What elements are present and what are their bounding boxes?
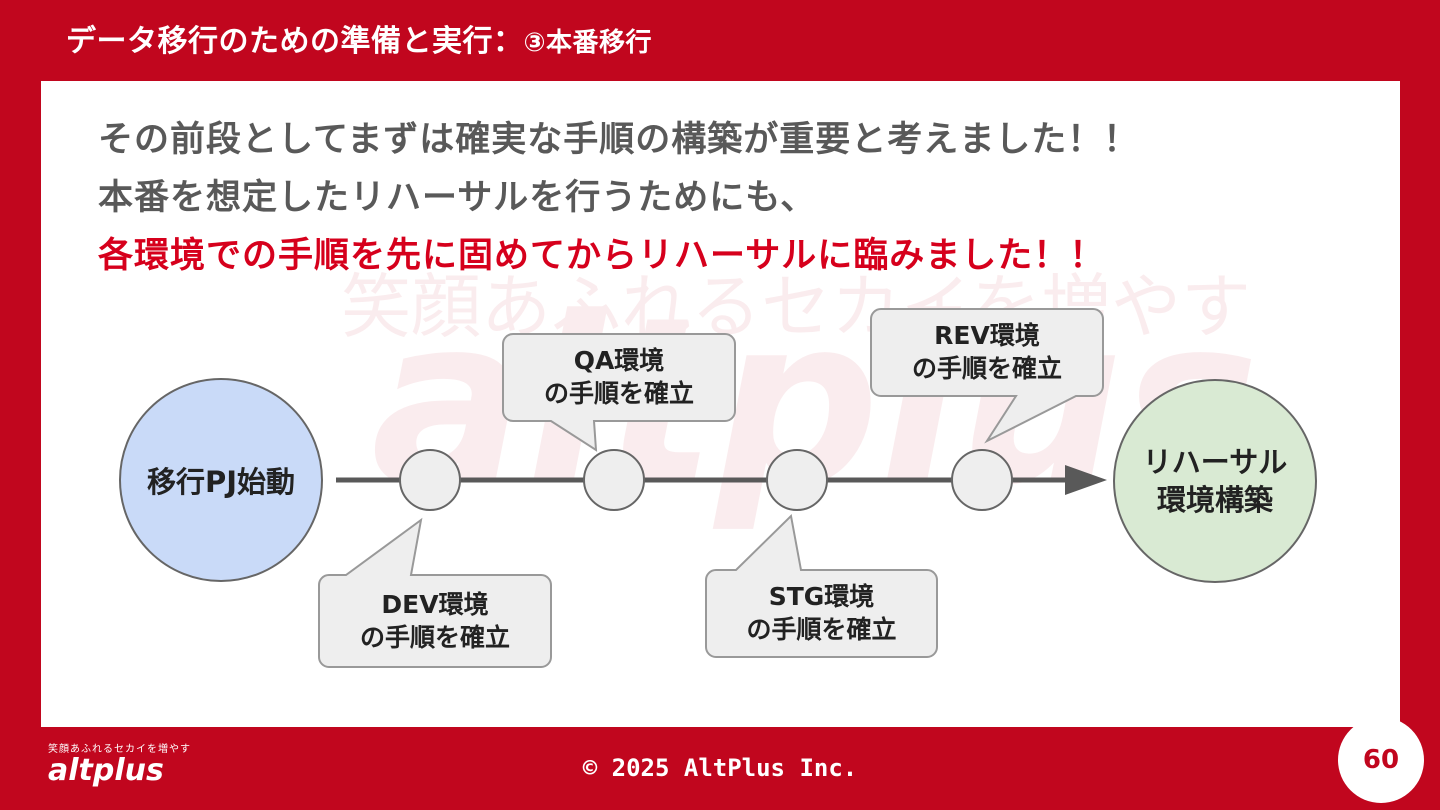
stg-env-label: STG環境 [768, 582, 875, 611]
bubble-rev [870, 308, 1104, 444]
end-label-line1: リハーサル [1142, 445, 1288, 479]
slide-title-main: データ移行のための準備と実行： [66, 24, 524, 59]
timeline-arrowhead [1065, 465, 1107, 495]
qa-env-label: QA環境 [573, 346, 665, 375]
end-label-line2: 環境構築 [1156, 483, 1273, 517]
start-label: 移行PJ始動 [146, 465, 296, 499]
bubble-text-rev: REV環境 の手順を確立 [871, 319, 1103, 385]
qa-step-label: の手順を確立 [543, 379, 694, 408]
bubble-stg [705, 513, 938, 658]
bubble-text-stg: STG環境 の手順を確立 [706, 580, 937, 646]
body-line-2: 本番を想定したリハーサルを行うためにも、 [98, 178, 817, 218]
altplus-logo: 笑顔あふれるセカイを増やす altplus [48, 740, 191, 787]
body-line-1: その前段としてまずは確実な手順の構築が重要と考えました！！ [98, 120, 1140, 160]
dev-env-label: DEV環境 [381, 590, 489, 619]
content-panel: altplus 笑顔あふれるセカイを増やす その前段としてまずは確実な手順の構築… [41, 81, 1400, 727]
bubble-dev [318, 517, 552, 668]
body-line-3-highlight: 各環境での手順を先に固めてからリハーサルに臨みました！！ [98, 236, 1106, 276]
milestone-node-dev [399, 449, 461, 511]
logo-wordmark: altplus [48, 753, 164, 788]
bubble-qa [502, 333, 736, 452]
copyright: © 2025 AltPlus Inc. [582, 754, 858, 782]
timeline-diagram [318, 308, 1107, 668]
start-circle: 移行PJ始動 [119, 378, 323, 582]
rev-step-label: の手順を確立 [911, 354, 1062, 383]
page-number: 60 [1338, 717, 1424, 803]
rev-env-label: REV環境 [934, 321, 1040, 350]
stg-step-label: の手順を確立 [746, 615, 897, 644]
milestone-node-qa [583, 449, 645, 511]
end-circle: リハーサル環境構築 [1113, 379, 1317, 583]
slide-title: データ移行のための準備と実行：③本番移行 [66, 16, 652, 60]
milestone-node-rev [951, 449, 1013, 511]
dev-step-label: の手順を確立 [359, 623, 510, 652]
milestone-node-stg [766, 449, 828, 511]
slide-title-sub: ③本番移行 [523, 28, 653, 58]
bubble-text-qa: QA環境 の手順を確立 [503, 344, 735, 410]
logo-tagline: 笑顔あふれるセカイを増やす [48, 744, 191, 755]
bubble-text-dev: DEV環境 の手順を確立 [319, 588, 551, 654]
